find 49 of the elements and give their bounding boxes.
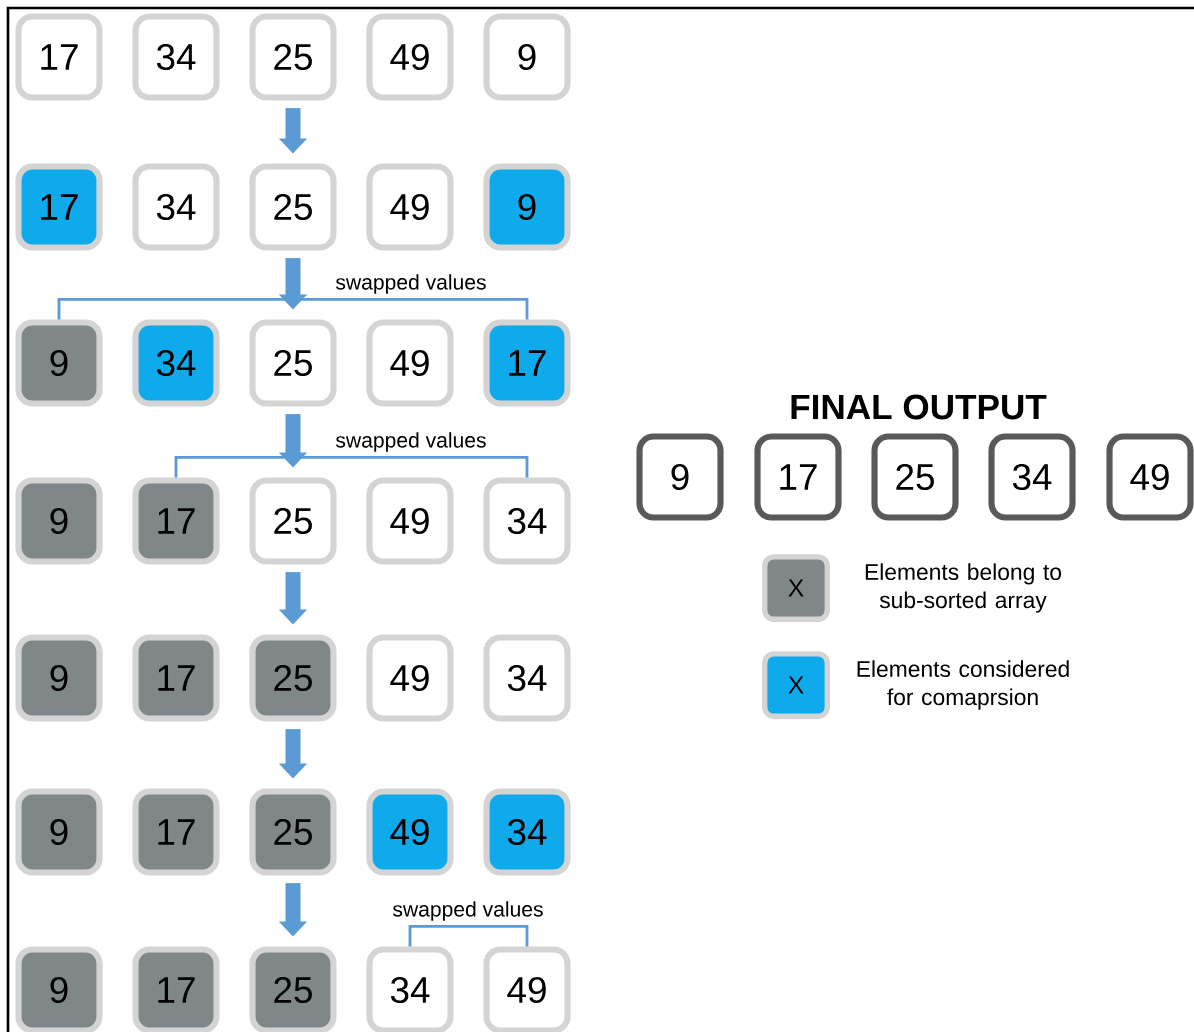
array-cell: 34 [132, 163, 220, 251]
legend-text: Elements belong to sub-sorted array [865, 563, 1062, 613]
edge-label: swapped values [390, 899, 546, 923]
array-cell: 9 [483, 13, 571, 101]
bracket-line [57, 298, 529, 320]
array-cell: 9 [15, 946, 103, 1032]
output-cell: 49 [1106, 433, 1194, 521]
output-cell: 17 [754, 433, 842, 521]
array-cell: 17 [132, 788, 220, 876]
edge-label: swapped values [333, 430, 489, 454]
array-cell: 49 [366, 477, 454, 565]
array-cell: 49 [366, 788, 454, 876]
array-cell: 49 [366, 13, 454, 101]
bracket-line [174, 456, 529, 478]
array-cell: 49 [483, 946, 571, 1032]
array-cell: 34 [132, 13, 220, 101]
array-cell: 49 [366, 634, 454, 722]
array-cell: 25 [249, 946, 337, 1032]
array-cell: 25 [249, 634, 337, 722]
array-cell: 25 [249, 163, 337, 251]
array-cell: 34 [483, 477, 571, 565]
array-cell: 9 [483, 163, 571, 251]
array-cell: 34 [366, 946, 454, 1032]
array-cell: 17 [132, 477, 220, 565]
array-cell: 17 [15, 13, 103, 101]
array-cell: 9 [15, 319, 103, 407]
array-cell: 9 [15, 788, 103, 876]
array-cell: 9 [15, 477, 103, 565]
array-cell: 25 [249, 788, 337, 876]
array-cell: 25 [249, 319, 337, 407]
array-cell: 34 [483, 634, 571, 722]
output-cell: 9 [636, 433, 724, 521]
output-cell: 25 [871, 433, 959, 521]
array-cell: 17 [132, 946, 220, 1032]
heading: FINAL OUTPUT [791, 394, 1047, 420]
array-cell: 17 [132, 634, 220, 722]
legend-text: Elements considered for comaprsion [857, 660, 1069, 710]
array-cell: 25 [249, 13, 337, 101]
array-cell: 34 [132, 319, 220, 407]
edge-label: swapped values [333, 272, 489, 296]
bracket-line [408, 925, 529, 947]
array-cell: 34 [483, 788, 571, 876]
array-cell: 17 [15, 163, 103, 251]
output-cell: 34 [988, 433, 1076, 521]
array-cell: 25 [249, 477, 337, 565]
array-cell: 49 [366, 163, 454, 251]
array-cell: 9 [15, 634, 103, 722]
array-cell: 17 [483, 319, 571, 407]
array-cell: 49 [366, 319, 454, 407]
